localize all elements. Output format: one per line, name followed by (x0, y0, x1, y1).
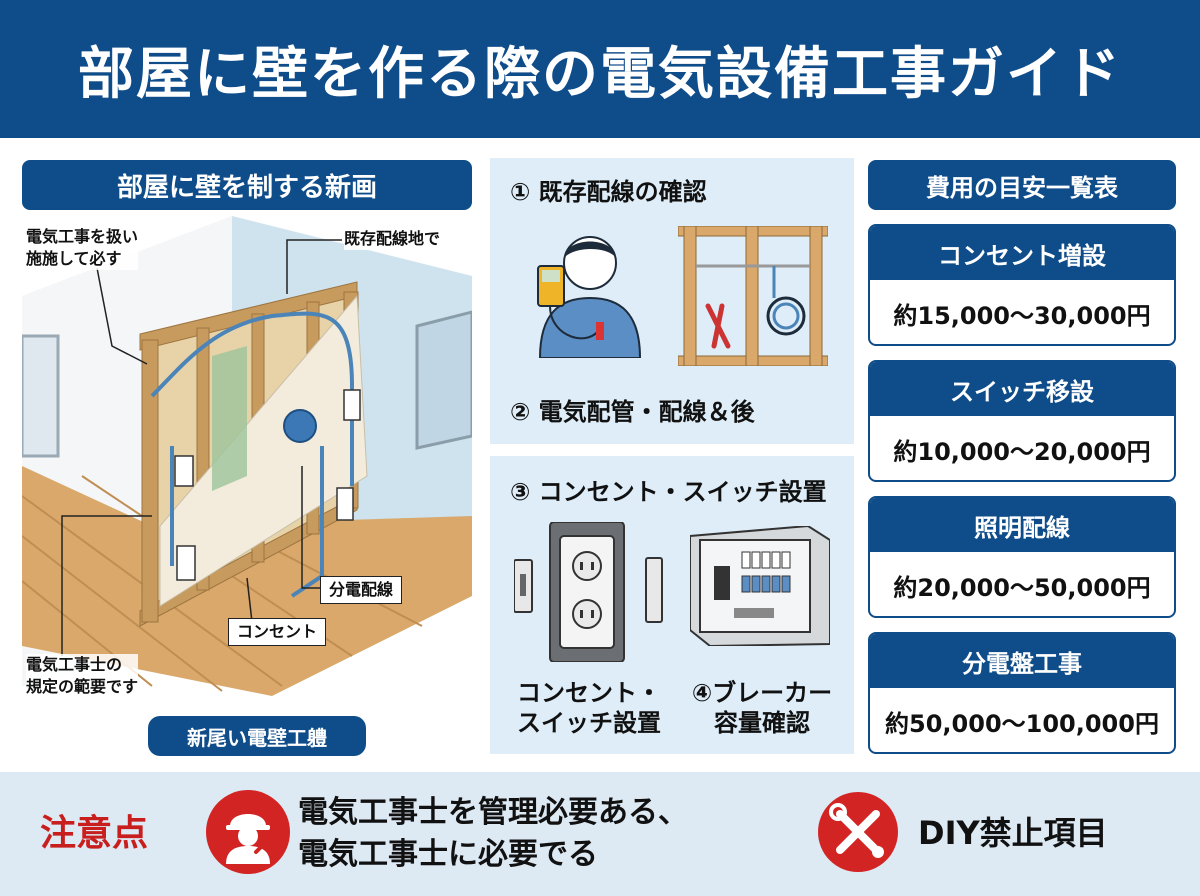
cost-name: スイッチ移設 (870, 362, 1174, 416)
cost-card-outlet: コンセント増設 約15,000〜30,000円 (868, 224, 1176, 346)
no-tools-icon (818, 792, 898, 872)
cost-price: 約20,000〜50,000円 (893, 573, 1151, 602)
left-section-title: 部屋に壁を制する新画 (22, 160, 472, 210)
cost-price: 約15,000〜30,000円 (893, 301, 1151, 330)
cost-card-panel: 分電盤工事 約50,000〜100,000円 (868, 632, 1176, 754)
outlet-icon (514, 522, 663, 662)
caption-outlet-switch: コンセント・ スイッチ設置 (517, 679, 661, 737)
callout-outlet: コンセント (228, 618, 327, 646)
cost-name: コンセント増設 (870, 226, 1174, 280)
page-header: 部屋に壁を作る際の電気設備工事ガイド (0, 0, 1200, 138)
caution-footer: 注意点 電気工事士を管理必要ある、 電気工事士に必要でる DIY禁止項目 (0, 772, 1200, 896)
step-panel-inspection: ① 既存配線の確認 ② 電気配管・配線＆後 (490, 158, 854, 444)
callout-electrician-required: 電気工事士の 規定の範要です (26, 654, 139, 698)
cost-card-lighting: 照明配線 約20,000〜50,000円 (868, 496, 1176, 618)
caption-breaker-check: ④ブレーカー 容量確認 (691, 679, 833, 737)
caution-text-line-2: 電気工事士に必要でる (298, 837, 598, 872)
diy-prohibited-label: DIY禁止項目 (918, 814, 1108, 852)
step-1-label: ① 既存配線の確認 (510, 178, 707, 206)
cost-name: 分電盤工事 (870, 634, 1174, 688)
cost-table-title: 費用の目安一覧表 (868, 160, 1176, 210)
wall-frame-wiring-icon (678, 226, 828, 366)
caution-text: 電気工事士を管理必要ある、 電気工事士に必要でる (298, 792, 688, 876)
worker-with-multimeter-icon (537, 236, 642, 358)
caution-text-line-1: 電気工事士を管理必要ある、 (298, 795, 688, 830)
cost-card-switch: スイッチ移設 約10,000〜20,000円 (868, 360, 1176, 482)
worker-icon (206, 790, 290, 874)
callout-electrical-work: 電気工事を扱い 施施して必す (26, 226, 139, 270)
breaker-panel-icon (690, 526, 830, 646)
cost-name: 照明配線 (870, 498, 1174, 552)
callout-distribution-wiring: 分電配線 (320, 576, 403, 604)
step-3-label: ③ コンセント・スイッチ設置 (510, 478, 827, 506)
step-panel-installation: ③ コンセント・スイッチ設置 コンセント・ スイッチ設置 ④ブレーカー 容量確認 (490, 456, 854, 754)
cost-price: 約10,000〜20,000円 (893, 437, 1151, 466)
callout-existing-wiring: 既存配線地で (344, 228, 441, 250)
wall-construction-illustration (22, 216, 472, 696)
cost-price: 約50,000〜100,000円 (885, 709, 1159, 738)
page-title: 部屋に壁を作る際の電気設備工事ガイド (78, 41, 1122, 107)
left-section-badge: 新尾い電壁工軆 (148, 716, 366, 756)
caution-label: 注意点 (40, 813, 149, 854)
step-2-label: ② 電気配管・配線＆後 (510, 398, 755, 426)
